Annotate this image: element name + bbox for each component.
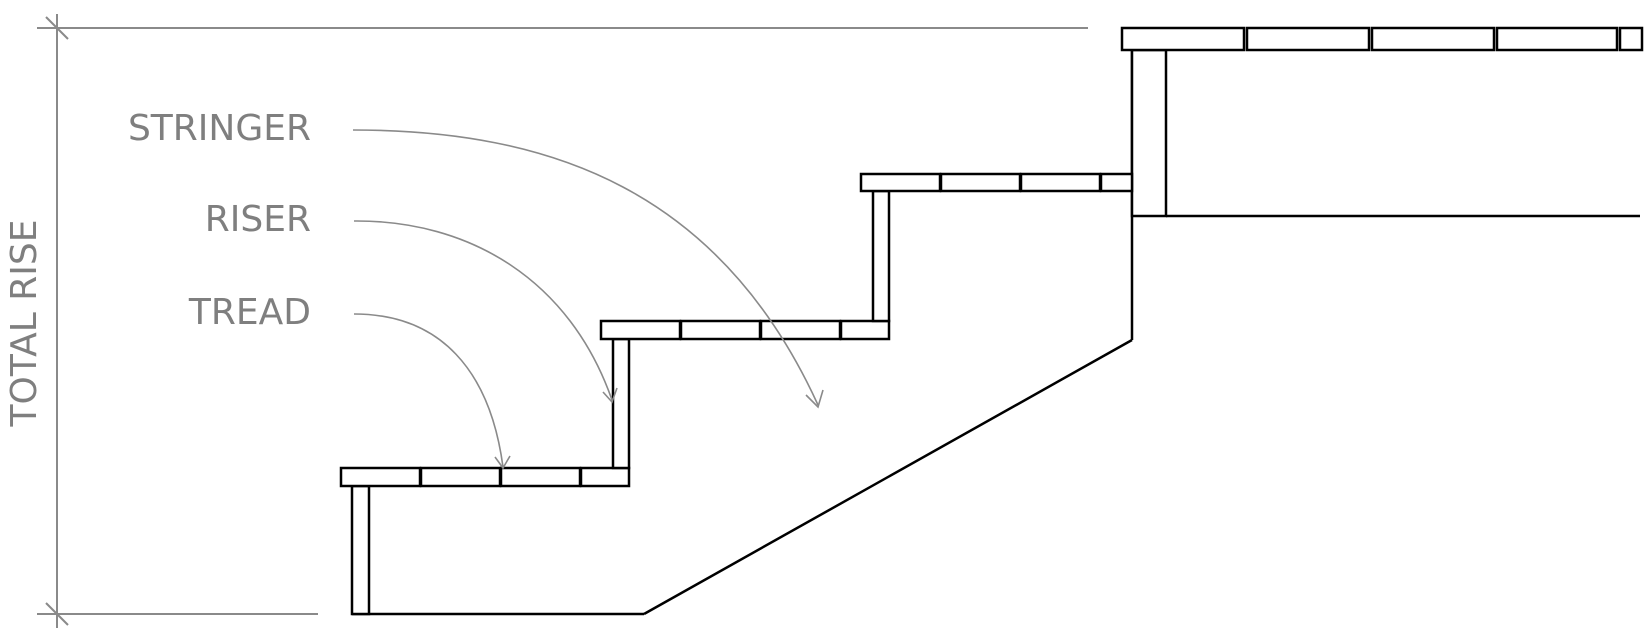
step-2-tread-board	[839, 319, 891, 341]
step-2-riser	[611, 337, 631, 470]
deck-boards	[1120, 26, 1644, 52]
step-2-tread-board	[679, 319, 762, 341]
total-rise-bottom-tick	[45, 602, 69, 626]
stringer-label: STRINGER	[128, 108, 311, 149]
total-rise-label: TOTAL RISE	[4, 220, 45, 428]
step-1-tread-board	[419, 466, 502, 488]
step-3-tread-board	[1099, 172, 1134, 193]
riser-leader-arrowhead	[602, 387, 618, 404]
upper-deck	[1120, 26, 1644, 218]
riser-leader-line	[353, 220, 613, 401]
deck-board	[1120, 26, 1246, 52]
step-2	[599, 319, 891, 470]
step-3	[859, 172, 1134, 323]
total-rise-dimension	[37, 14, 1088, 628]
step-1-tread-board	[579, 466, 631, 488]
step-1	[339, 466, 631, 616]
step-3-tread-board	[939, 172, 1022, 193]
tread-label: TREAD	[188, 292, 311, 333]
deck-rim-post	[1130, 48, 1168, 218]
total-rise-top-tick	[45, 16, 69, 40]
deck-board	[1495, 26, 1619, 52]
step-2-tread-board	[599, 319, 682, 341]
deck-board	[1245, 26, 1371, 52]
tread-leader-line	[353, 313, 504, 468]
step-1-riser	[350, 484, 371, 616]
tread-leader	[353, 313, 511, 470]
deck-board	[1618, 26, 1644, 52]
step-1-tread-board	[339, 466, 422, 488]
step-3-tread-board	[1019, 172, 1102, 193]
stringer-leader	[352, 129, 824, 409]
deck-board	[1370, 26, 1496, 52]
riser-label: RISER	[205, 199, 311, 240]
stringer-leader-arrowhead	[805, 389, 824, 409]
step-3-tread-board	[859, 172, 942, 193]
stringer-leader-line	[352, 129, 819, 406]
stringer-sloped-edge	[643, 338, 1133, 616]
riser-leader	[353, 220, 618, 404]
step-1-tread-board	[499, 466, 582, 488]
step-3-riser	[871, 189, 891, 323]
tread-leader-arrowhead	[494, 455, 511, 470]
